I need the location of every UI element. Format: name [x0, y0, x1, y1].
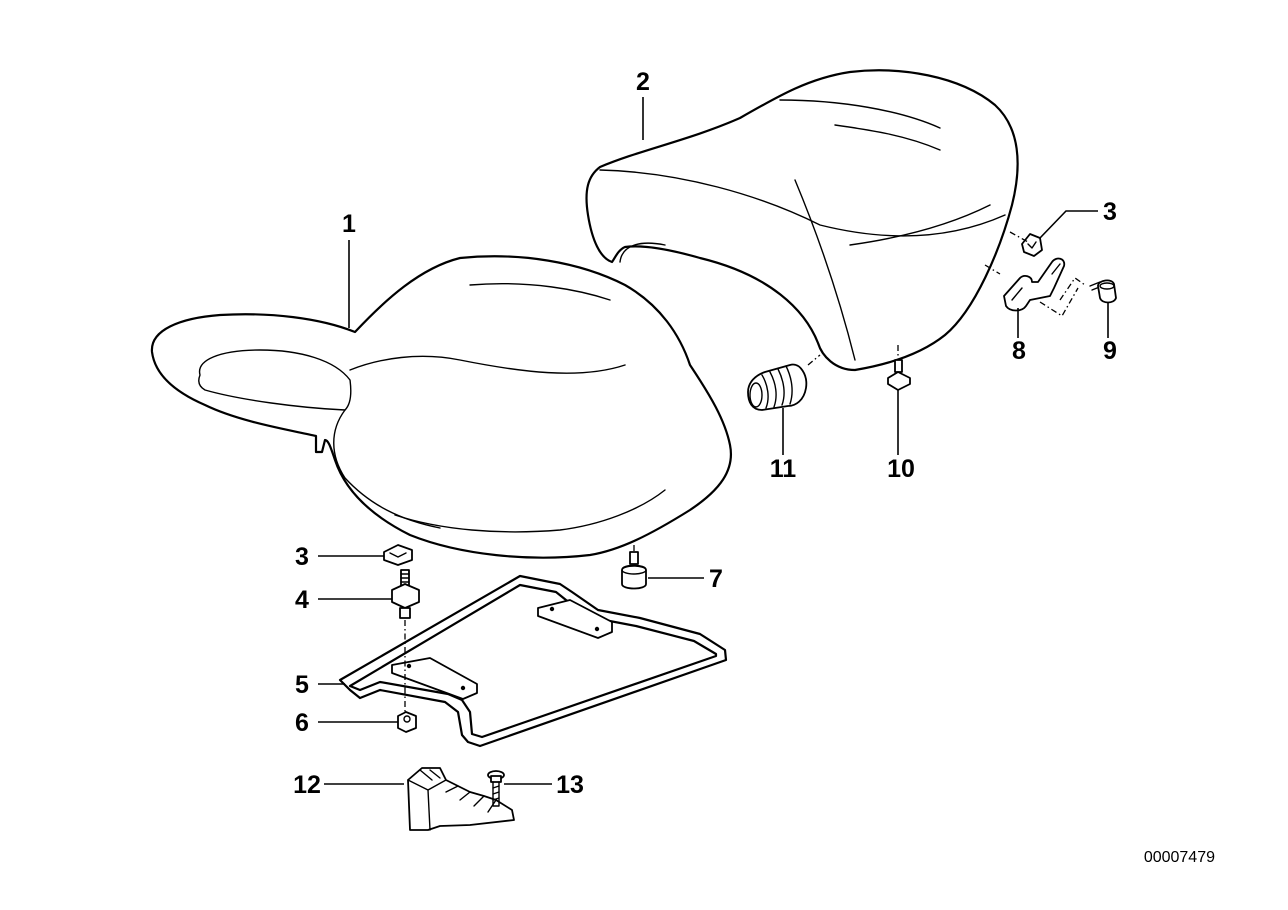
clip-nut-right: [1021, 233, 1043, 257]
bellows-grommet: [747, 354, 821, 411]
callout-11: 11: [770, 455, 797, 483]
seat-frame: [338, 574, 728, 748]
seat-buffer: [621, 545, 647, 590]
callout-5: 5: [295, 671, 309, 699]
callout-3-left: 3: [295, 543, 309, 571]
callout-9: 9: [1103, 337, 1117, 365]
callout-6: 6: [295, 709, 309, 737]
callout-12: 12: [293, 771, 321, 799]
rear-seat-buffer: [887, 345, 911, 391]
callout-10: 10: [887, 455, 915, 483]
seat-bracket: [984, 231, 1086, 317]
callout-3-right: 3: [1103, 198, 1117, 226]
small-screw: [487, 770, 505, 807]
callout-4: 4: [295, 586, 309, 614]
screw: [1089, 279, 1117, 304]
callout-labels: 1 2 3 3 4 5 6 7 8 9 10 11 12 13: [293, 68, 1117, 799]
clip-nut-left: [383, 544, 413, 566]
rubber-buffer: [391, 569, 420, 712]
callout-1: 1: [342, 210, 356, 238]
leader-lines: [318, 97, 1109, 785]
front-seat: [150, 255, 733, 559]
callout-7: 7: [709, 565, 723, 593]
drawing-number: 00007479: [1144, 849, 1215, 866]
rear-seat: [585, 69, 1019, 372]
bracket-support: [407, 767, 515, 831]
callout-2: 2: [636, 68, 650, 96]
callout-13: 13: [556, 771, 584, 799]
hex-nut: [397, 711, 417, 733]
callout-8: 8: [1012, 337, 1026, 365]
